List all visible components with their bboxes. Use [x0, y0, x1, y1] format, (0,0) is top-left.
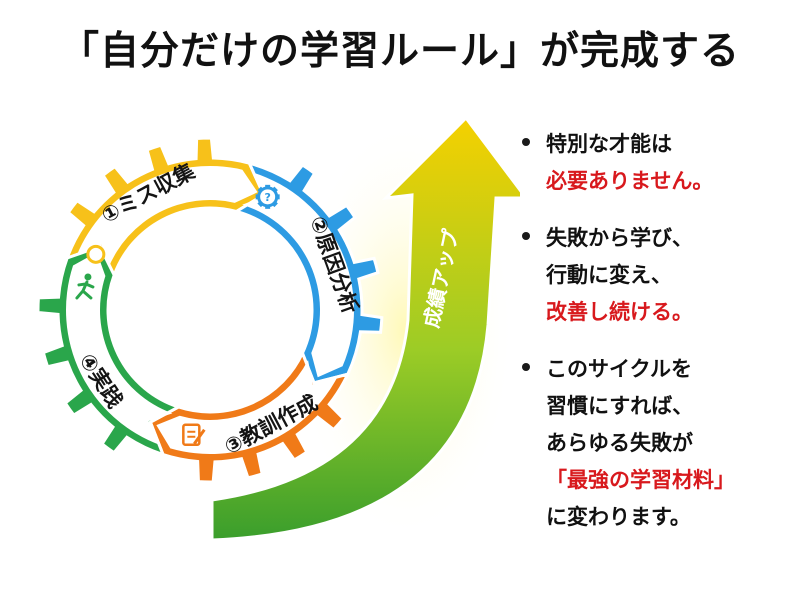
bullet-line-highlight: 改善し続ける。 — [546, 300, 693, 324]
bullet-line: 失敗から学び、 — [546, 226, 693, 250]
notepad-pencil-icon — [182, 423, 206, 447]
ring-icon — [86, 244, 106, 264]
bullet-dot-icon — [522, 232, 530, 240]
bullet-line: あらゆる失敗が — [546, 431, 693, 455]
bullet-item: 特別な才能は必要ありません。 — [522, 126, 792, 200]
bullet-text: このサイクルを習慣にすれば、あらゆる失敗が「最強の学習材料」に変わります。 — [546, 351, 792, 536]
bullet-item: 失敗から学び、行動に変え、改善し続ける。 — [522, 220, 792, 331]
cycle-step-analyze-band — [242, 172, 354, 378]
bullet-line: 特別な才能は — [546, 132, 672, 156]
bullet-dot-icon — [522, 138, 530, 146]
bullet-line-highlight: 「最強の学習材料」 — [546, 468, 735, 492]
gear-question-icon: ? — [255, 184, 280, 209]
growth-arrow — [210, 115, 520, 542]
runner-icon — [75, 273, 95, 300]
bullet-line: に変わります。 — [546, 505, 691, 529]
bullet-line: このサイクルを — [546, 357, 692, 381]
bullet-dot-icon — [522, 363, 530, 371]
cycle-step-lesson-band — [156, 359, 339, 454]
page-title: 「自分だけの学習ルール」が完成する — [59, 29, 740, 74]
bullet-item: このサイクルを習慣にすれば、あらゆる失敗が「最強の学習材料」に変わります。 — [522, 351, 792, 536]
bullet-text: 失敗から学び、行動に変え、改善し続ける。 — [546, 220, 792, 331]
bullet-list: 特別な才能は必要ありません。失敗から学び、行動に変え、改善し続ける。このサイクル… — [522, 126, 792, 556]
cycle-step-collect-band — [76, 165, 258, 269]
bullet-line: 習慣にすれば、 — [546, 394, 694, 418]
bullet-line: 行動に変え、 — [546, 263, 672, 287]
svg-text:?: ? — [264, 191, 270, 204]
bullet-text: 特別な才能は必要ありません。 — [546, 126, 792, 200]
bullet-line-highlight: 必要ありません。 — [546, 169, 714, 193]
cycle-step-practice-band — [66, 252, 173, 446]
